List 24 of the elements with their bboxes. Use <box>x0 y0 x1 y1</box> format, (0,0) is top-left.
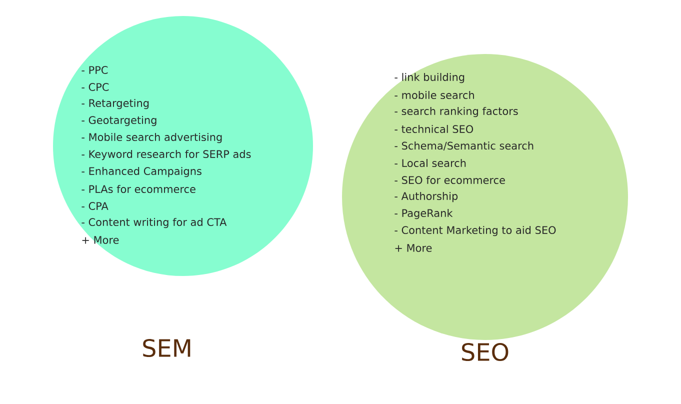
list-item: - Schema/Semantic search <box>394 142 534 150</box>
list-item: - SEO for ecommerce <box>394 176 505 184</box>
list-item: - PLAs for ecommerce <box>82 184 196 194</box>
list-item: - technical SEO <box>394 124 474 134</box>
circle-title: SEM <box>143 338 190 358</box>
list-item: + More <box>82 236 119 244</box>
circle-title: SEO <box>462 342 508 362</box>
list-item: - search ranking factors <box>394 106 518 118</box>
list-item: - PPC <box>82 66 108 74</box>
list-item: - CPA <box>82 202 108 210</box>
list-item: - CPC <box>82 83 109 91</box>
list-item: - Content writing for ad CTA <box>82 218 227 228</box>
list-item: - Enhanced Campaigns <box>82 166 202 178</box>
list-item: - Retargeting <box>82 98 149 110</box>
list-item: - Content Marketing to aid SEO <box>394 226 556 236</box>
list-item: - Local search <box>394 158 466 168</box>
list-item: - link building <box>394 72 464 84</box>
list-item: - Keyword research for SERP ads <box>82 150 251 160</box>
list-item: - PageRank <box>394 208 453 220</box>
list-item: - mobile search <box>394 90 474 100</box>
list-item: - Geotargeting <box>82 116 156 126</box>
list-item: + More <box>395 244 432 252</box>
list-item: - Authorship <box>394 192 458 202</box>
list-item: - Mobile search advertising <box>82 132 222 144</box>
